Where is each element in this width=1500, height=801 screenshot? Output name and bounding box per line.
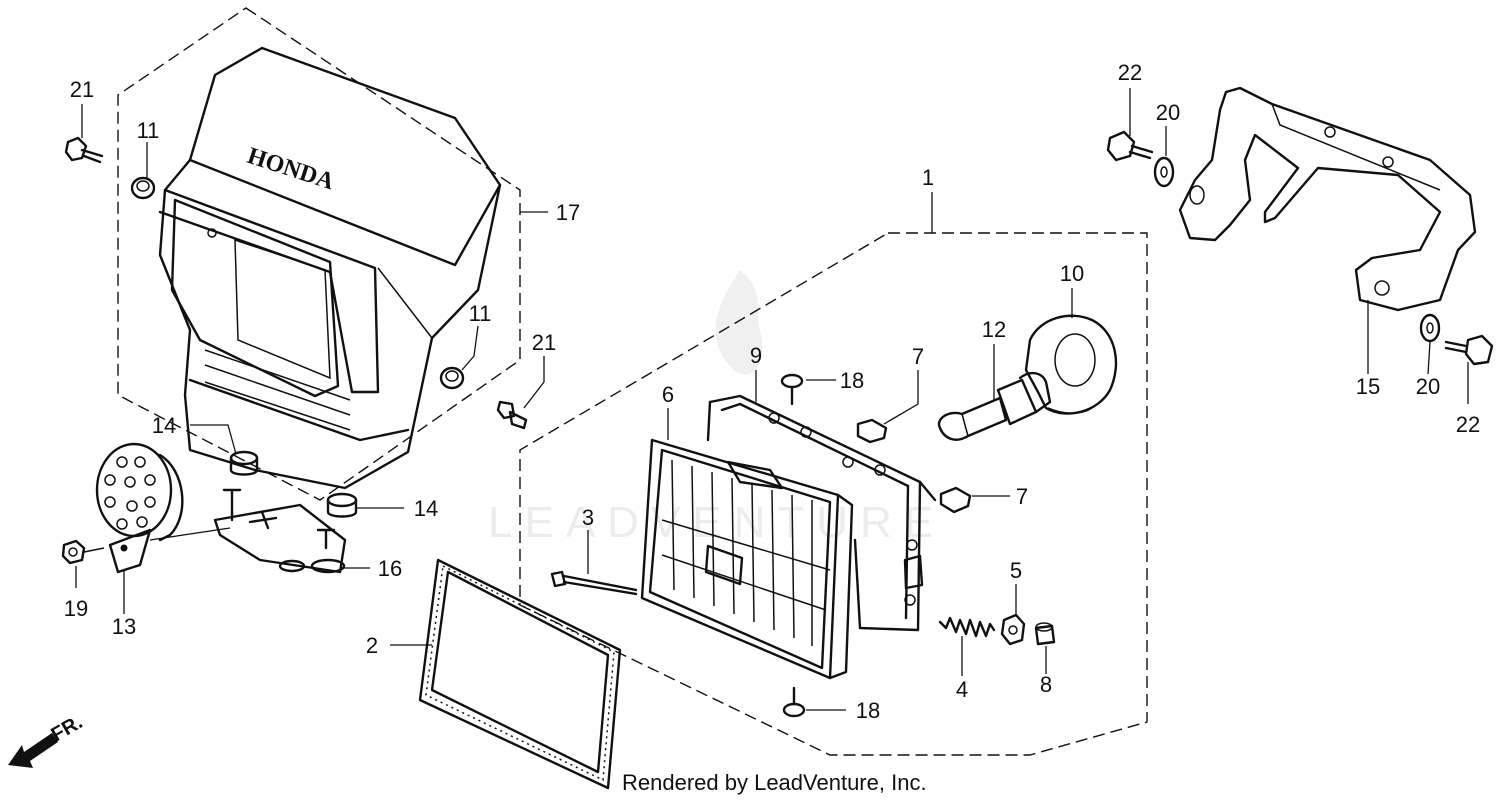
washer-20-upper [1153,156,1175,188]
headlight-bracket-15 [1178,86,1477,312]
callout-6: 6 [662,382,674,407]
rim-gasket-2 [418,558,622,790]
clip-nut-7-upper [856,418,888,444]
bolt-21-left [64,136,104,164]
stay-bracket-16 [213,488,347,574]
callout-9: 9 [750,343,762,368]
bolt-22-upper [1106,130,1154,162]
washer-20-lower [1419,313,1441,343]
clip-nut-7-lower [939,486,972,514]
headlight-cover-boundary [117,7,521,501]
callout-20-lower: 20 [1416,374,1440,399]
front-direction-indicator: FR. [8,711,86,768]
callout-7-lower: 7 [1016,484,1028,509]
bolt-22-lower [1444,334,1494,366]
watermark: LEADVENTURE [488,270,945,547]
adjust-screw-3 [550,570,638,596]
screw-18-upper [780,373,804,406]
spring-4 [938,616,996,638]
cap-8 [1034,622,1056,646]
front-arrow-icon [8,733,58,768]
callout-11-upper: 11 [137,118,160,143]
grommet-11-upper [130,176,156,200]
callout-14-left: 14 [152,413,176,438]
rubber-mount-14-left [229,450,259,476]
callout-3: 3 [582,505,594,530]
callout-13: 13 [112,614,136,639]
nut-19 [61,539,105,565]
callout-labels: 1 2 3 4 5 6 7 7 8 9 10 11 11 12 13 14 14… [64,60,1480,723]
callout-22-lower: 22 [1456,412,1480,437]
rubber-mount-14-right [326,492,358,518]
callout-19: 19 [64,596,88,621]
callout-20-upper: 20 [1156,100,1180,125]
callout-11-lower: 11 [469,301,492,326]
grommet-11-lower [439,366,465,390]
callout-4: 4 [956,677,968,702]
callout-15: 15 [1356,374,1380,399]
callout-21-left: 21 [70,77,94,102]
callout-10: 10 [1060,261,1084,286]
leader-lines [75,88,1469,711]
callout-14-right: 14 [414,496,438,521]
callout-8: 8 [1040,672,1052,697]
callout-5: 5 [1010,558,1022,583]
callout-7-upper: 7 [912,344,924,369]
callout-16: 16 [378,556,402,581]
headlight-cover: HONDA [158,46,502,490]
headlight-case-9 [706,394,937,632]
reflector-13 [95,442,231,574]
render-credit: Rendered by LeadVenture, Inc. [622,770,927,795]
callout-22-upper: 22 [1118,60,1142,85]
adjust-nut-5 [1000,613,1026,646]
callout-17: 17 [556,200,580,225]
callout-18-lower: 18 [856,698,880,723]
callout-1: 1 [922,165,934,190]
callout-18-upper: 18 [840,368,864,393]
bulb-12 [937,371,1052,441]
callout-12: 12 [982,317,1006,342]
headlight-lens-6 [640,438,854,680]
assembly-boundaries [117,7,1148,756]
screw-18-lower [782,686,806,718]
bolt-21-right [496,400,528,430]
callout-21-right: 21 [532,330,556,355]
socket-cover-10 [1024,314,1118,415]
watermark-text: LEADVENTURE [488,498,945,547]
callout-2: 2 [366,633,378,658]
